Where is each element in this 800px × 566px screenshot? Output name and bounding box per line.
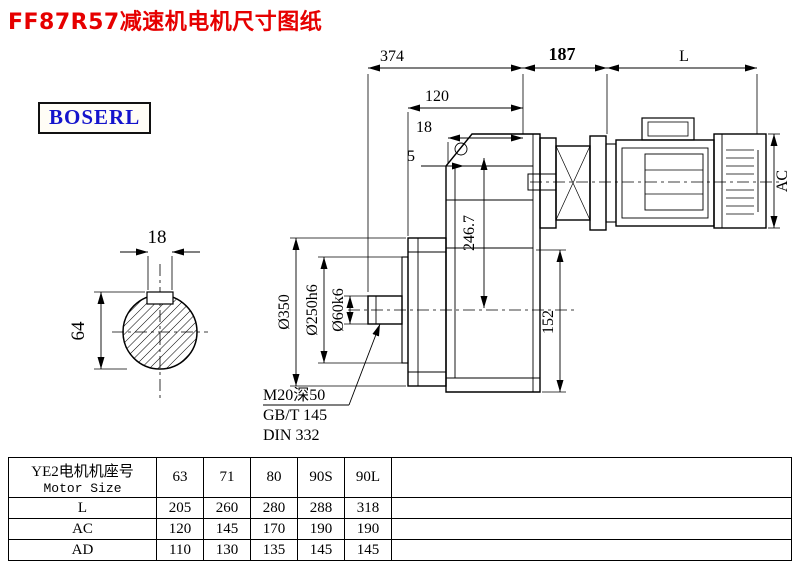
value-AD-71: 130 xyxy=(203,539,251,561)
row-label-L: L xyxy=(8,497,157,519)
dim-187: 187 xyxy=(549,44,576,64)
value-L-63: 205 xyxy=(156,497,204,519)
dimension-annotations: 374 187 L 120 18 5 AC Ø350 xyxy=(276,44,791,393)
value-AC-80: 170 xyxy=(250,518,298,540)
motor-size-header-en: Motor Size xyxy=(43,480,122,496)
value-AC-71: 145 xyxy=(203,518,251,540)
motor-size-table: YE2电机机座号 Motor Size 63 71 80 90S 90L L 2… xyxy=(8,457,792,561)
value-AD-80: 135 xyxy=(250,539,298,561)
dim-152: 152 xyxy=(540,310,557,334)
dim-18: 18 xyxy=(416,119,432,136)
empty-cell xyxy=(391,518,792,540)
size-col-90L: 90L xyxy=(344,457,392,498)
note-m20: M20深50 xyxy=(263,386,325,404)
fan-cover xyxy=(713,133,767,229)
empty-header-cell xyxy=(391,457,792,498)
empty-cell xyxy=(391,539,792,561)
dim-shaft-60: Ø60k6 xyxy=(330,288,347,332)
note-din: DIN 332 xyxy=(263,427,319,444)
shaft-section-circle xyxy=(122,294,198,370)
value-AC-90L: 190 xyxy=(344,518,392,540)
terminal-box xyxy=(641,117,695,141)
table-row-AD: AD 110 130 135 145 145 xyxy=(8,539,792,561)
table-row-L: L 205 260 280 288 318 xyxy=(8,497,792,519)
dim-246-7: 246.7 xyxy=(461,215,478,251)
value-AD-90L: 145 xyxy=(344,539,392,561)
dim-AC: AC xyxy=(774,170,791,192)
dim-keyway-width: 18 xyxy=(148,227,167,248)
lifting-eye xyxy=(454,142,468,156)
table-header-row: YE2电机机座号 Motor Size 63 71 80 90S 90L xyxy=(8,457,792,498)
table-row-AC: AC 120 145 170 190 190 xyxy=(8,518,792,540)
dim-374: 374 xyxy=(380,48,404,65)
thread-note: M20深50 GB/T 145 DIN 332 xyxy=(263,323,381,444)
motor-size-header-cn: YE2电机机座号 xyxy=(31,463,134,480)
value-AD-90S: 145 xyxy=(297,539,345,561)
dim-flange-350: Ø350 xyxy=(276,294,293,330)
dim-5: 5 xyxy=(407,148,415,165)
size-col-80: 80 xyxy=(250,457,298,498)
row-label-AC: AC xyxy=(8,518,157,540)
size-col-90S: 90S xyxy=(297,457,345,498)
size-col-71: 71 xyxy=(203,457,251,498)
dim-120: 120 xyxy=(425,88,449,105)
value-L-71: 260 xyxy=(203,497,251,519)
shaft-end-view: 18 64 xyxy=(68,227,208,400)
keyway xyxy=(146,291,174,305)
size-col-63: 63 xyxy=(156,457,204,498)
note-gbt: GB/T 145 xyxy=(263,407,327,424)
motor-side-view xyxy=(527,117,767,231)
value-L-90L: 318 xyxy=(344,497,392,519)
page-title: FF87R57减速机电机尺寸图纸 xyxy=(8,10,323,35)
motor-size-header-cell: YE2电机机座号 Motor Size xyxy=(8,457,157,498)
value-L-80: 280 xyxy=(250,497,298,519)
dim-shaft-height: 64 xyxy=(68,321,89,341)
dim-L: L xyxy=(679,48,689,65)
gearbox-side-view xyxy=(367,133,541,393)
empty-cell xyxy=(391,497,792,519)
value-AC-63: 120 xyxy=(156,518,204,540)
value-AD-63: 110 xyxy=(156,539,204,561)
brand-logo: BOSERL xyxy=(38,102,152,134)
value-AC-90S: 190 xyxy=(297,518,345,540)
dim-spigot-250: Ø250h6 xyxy=(304,284,321,336)
row-label-AD: AD xyxy=(8,539,157,561)
value-L-90S: 288 xyxy=(297,497,345,519)
